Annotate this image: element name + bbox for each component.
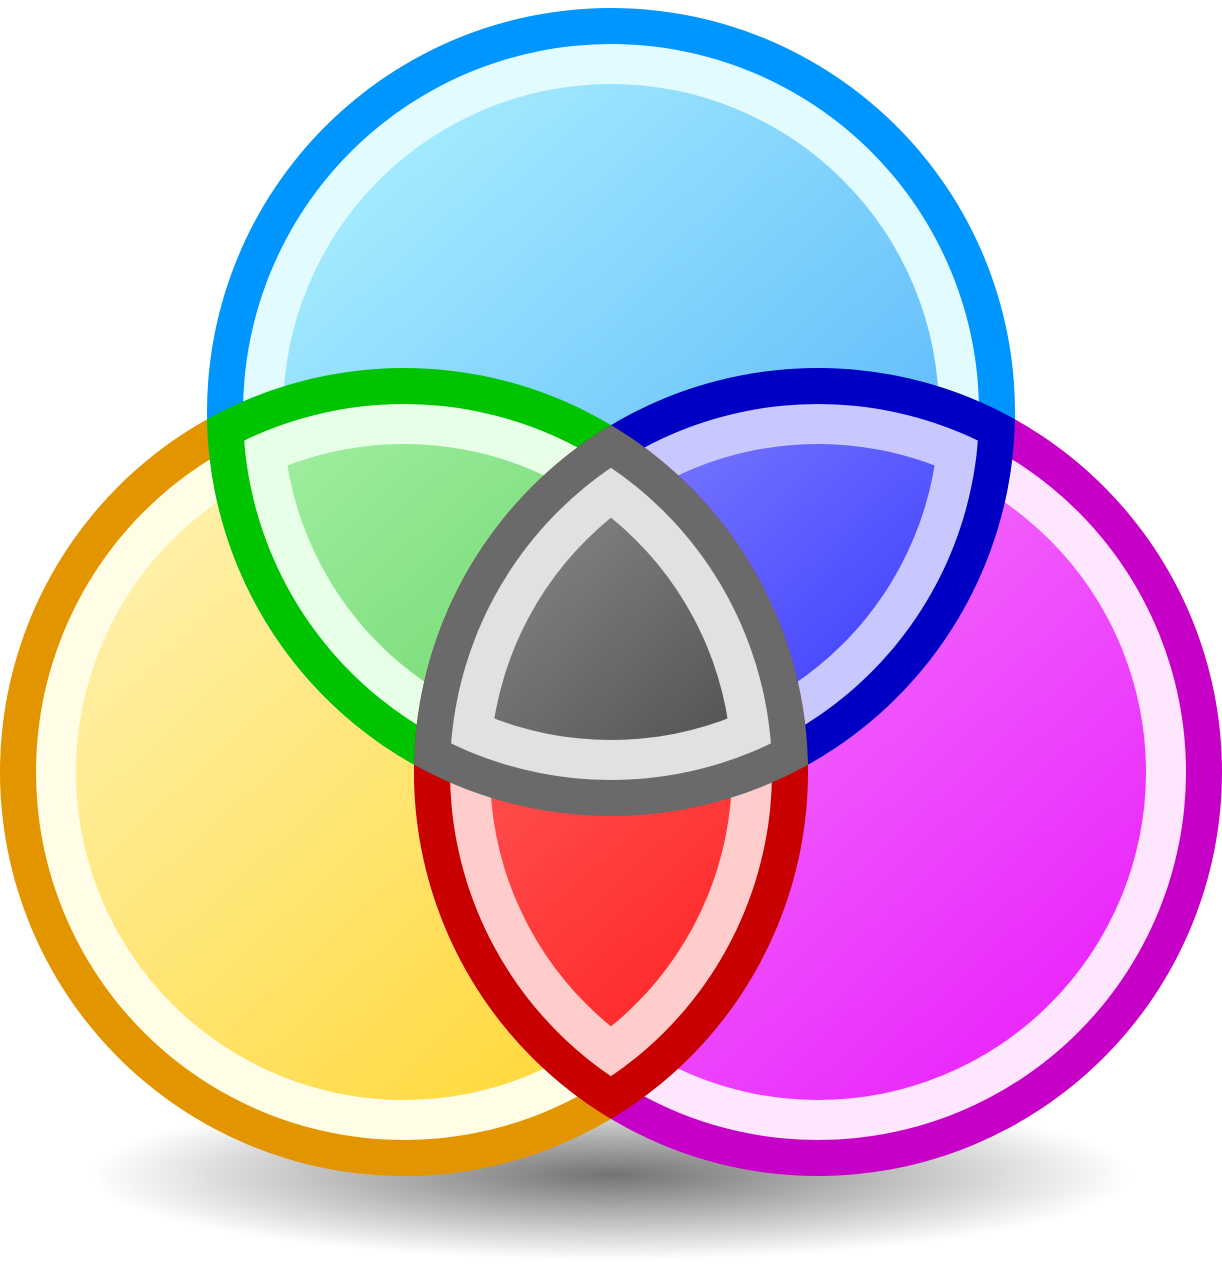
venn-diagram-canvas <box>0 8 1222 1260</box>
venn-diagram <box>0 8 1222 1260</box>
black-center <box>414 368 808 816</box>
